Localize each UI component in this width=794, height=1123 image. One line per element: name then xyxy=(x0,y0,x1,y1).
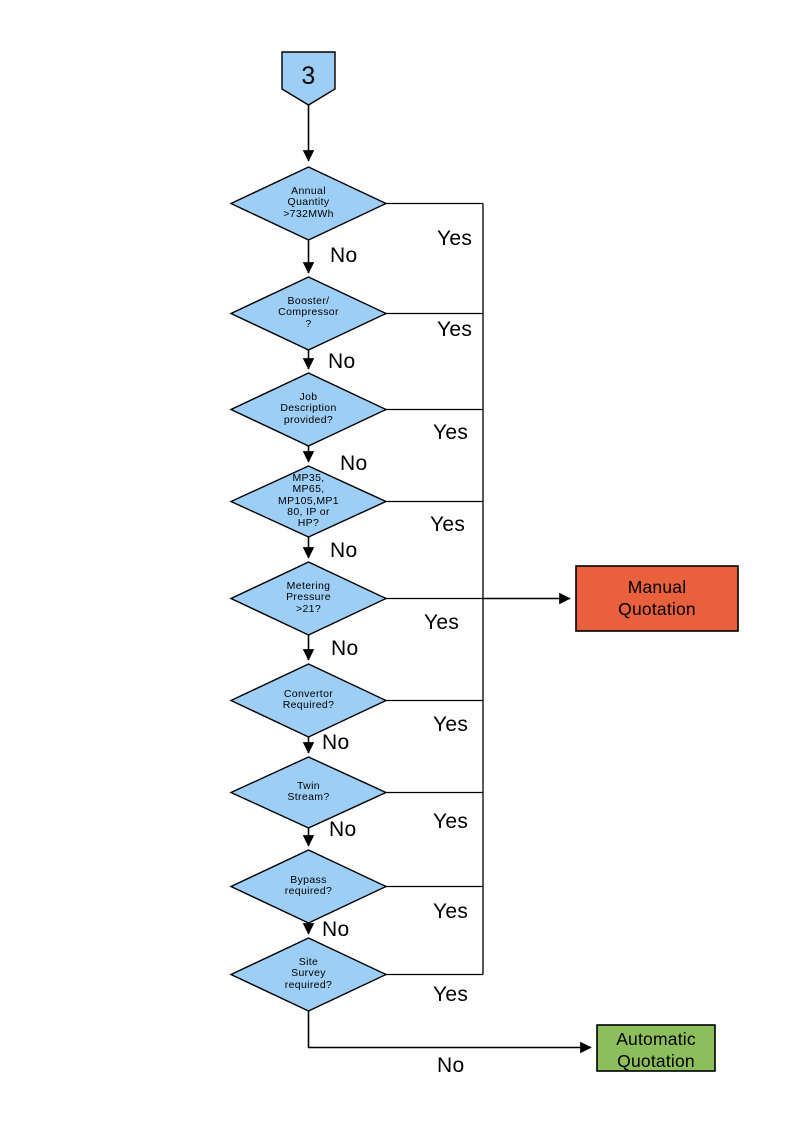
branch-label-yes-annual-quantity: Yes xyxy=(437,227,473,250)
branch-label-yes-site-survey: Yes xyxy=(433,983,469,1006)
branch-label-no-annual-quantity: No xyxy=(330,244,358,267)
branch-label-no-pressure-tier: No xyxy=(330,539,358,562)
connector-shape-3 xyxy=(281,51,336,106)
decision-shape-bypass-required xyxy=(229,849,388,924)
decision-shape-pressure-tier xyxy=(229,465,388,538)
decision-shape-convertor-required xyxy=(229,663,388,738)
branch-label-no-site-survey: No xyxy=(437,1054,465,1077)
decision-shape-twin-stream xyxy=(229,756,388,829)
branch-label-yes-metering-pressure: Yes xyxy=(424,611,460,634)
decision-shape-annual-quantity xyxy=(229,166,388,241)
terminator-shape-automatic-quotation xyxy=(596,1024,716,1072)
branch-label-no-booster-compressor: No xyxy=(328,350,356,373)
branch-label-no-job-description: No xyxy=(340,452,368,475)
branch-label-yes-bypass-required: Yes xyxy=(433,900,469,923)
branch-label-no-metering-pressure: No xyxy=(331,637,359,660)
branch-label-no-bypass-required: No xyxy=(322,918,350,941)
edge-no-site-survey-to-automatic xyxy=(307,1011,592,1054)
branch-label-yes-twin-stream: Yes xyxy=(433,810,469,833)
branch-label-no-convertor-required: No xyxy=(322,731,350,754)
branch-label-yes-pressure-tier: Yes xyxy=(430,513,466,536)
branch-label-yes-job-description: Yes xyxy=(433,421,469,444)
decision-shape-job-description xyxy=(229,372,388,447)
branch-label-yes-convertor-required: Yes xyxy=(433,713,469,736)
terminator-shape-manual-quotation xyxy=(575,565,739,632)
decision-shape-metering-pressure xyxy=(229,561,388,636)
decision-shape-booster-compressor xyxy=(229,276,388,351)
decision-shape-site-survey xyxy=(229,937,388,1012)
branch-label-no-twin-stream: No xyxy=(329,818,357,841)
branch-label-yes-booster-compressor: Yes xyxy=(437,318,473,341)
